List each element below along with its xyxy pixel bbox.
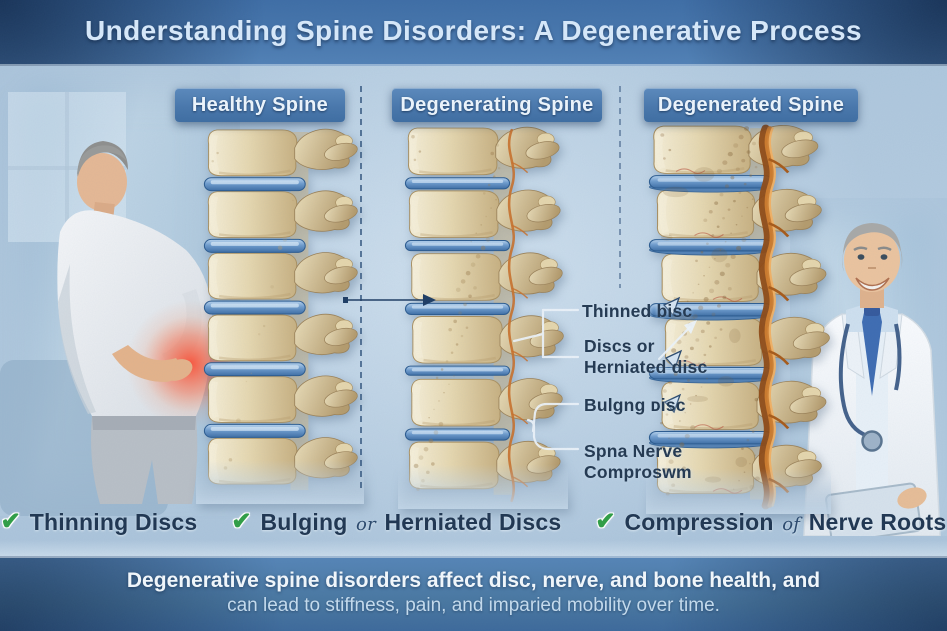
page-title: Understanding Spine Disorders: A Degener… xyxy=(85,15,862,46)
annotation-bulging-disc-text: Bulgng ᴅisc xyxy=(584,395,686,415)
legend-item-text: Thinning Discs xyxy=(29,508,198,535)
column-header-healthy-spine: Healthy Spine xyxy=(175,88,345,122)
footer-line-2: can lead to stiffness, pain, and imparie… xyxy=(227,595,720,616)
column-header-degenerated-spine: Degenerated Spine xyxy=(644,88,858,122)
footer-band: Degenerative spine disorders affect disc… xyxy=(0,556,947,631)
annotation-thinned-disc: Thinned bisc xyxy=(582,301,692,322)
check-icon: ✔ xyxy=(231,508,252,535)
annotation-herniated-line2: Herniated disc xyxy=(584,357,708,377)
footer-line-1: Degenerative spine disorders affect disc… xyxy=(126,569,821,592)
annotation-bulging-disc: Bulgng ᴅisc xyxy=(584,395,686,416)
annotation-herniated-disc: Discs or Herniated disc xyxy=(584,336,707,378)
check-icon: ✔ xyxy=(0,508,21,535)
annotation-nerve-compression: Spna Nerve Comproswm xyxy=(584,441,692,483)
annotation-herniated-line1: Discs or xyxy=(584,336,655,356)
legend-item: ✔ Bulging or Herniated Discs xyxy=(231,509,561,536)
title-band: Understanding Spine Disorders: A Degener… xyxy=(0,0,947,66)
legend-item: ✔ Compression of Nerve Roots xyxy=(595,509,946,536)
degenerating-spine-illustration xyxy=(398,124,568,509)
check-icon: ✔ xyxy=(595,508,616,535)
annotation-nerve-line2: Comproswm xyxy=(584,462,692,482)
annotation-thinned-disc-text: Thinned bisc xyxy=(582,301,693,321)
legend-row: ✔ Thinning Discs ✔ Bulging or Herniated Dis… xyxy=(0,500,947,544)
column-header-degenerating-spine: Degenerating Spine xyxy=(392,88,602,122)
healthy-spine-illustration xyxy=(196,126,364,504)
annotation-nerve-line1: Spna Nerve xyxy=(584,441,683,461)
legend-item-text: Compression of Nerve Roots xyxy=(624,508,947,535)
legend-item: ✔ Thinning Discs xyxy=(1,509,198,536)
legend-item-text: Bulging or Herniated Discs xyxy=(260,508,562,535)
